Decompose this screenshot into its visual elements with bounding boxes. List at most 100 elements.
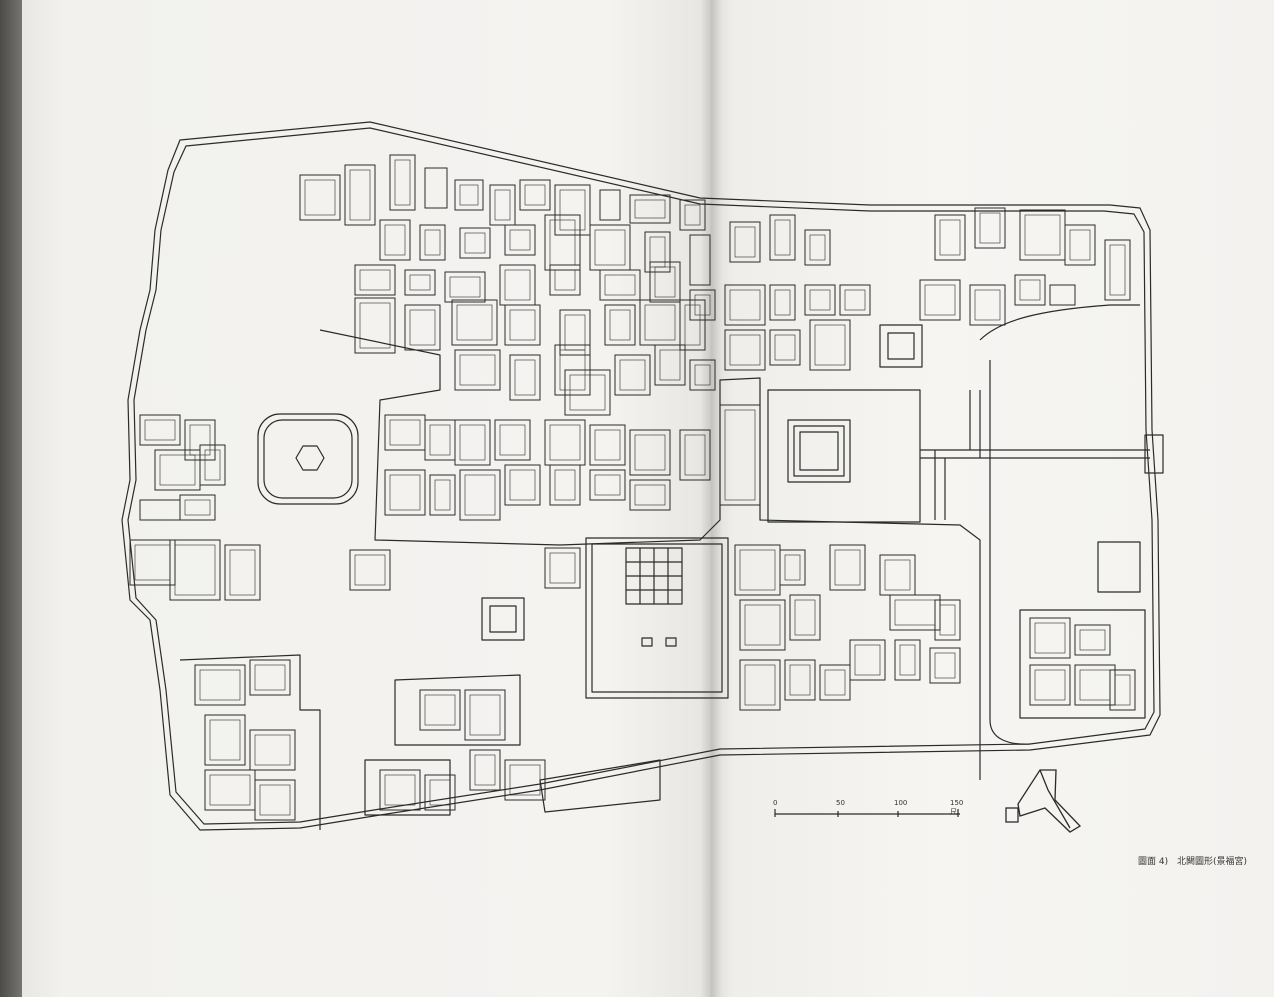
building-block-inner [884, 559, 911, 591]
scale-tick-50: 50 [836, 799, 845, 807]
building-block [194, 664, 246, 706]
building-block-inner [394, 159, 411, 206]
building-block-inner [659, 349, 681, 381]
building-block [974, 207, 1006, 249]
building-block-inner [1034, 669, 1066, 701]
building-block-inner [794, 599, 816, 636]
east-gate [1144, 434, 1164, 474]
building-block-inner [524, 184, 546, 206]
building-block [739, 659, 781, 711]
building-block-inner [939, 604, 956, 636]
building-block [224, 544, 261, 601]
building-block [204, 769, 256, 811]
figure-caption: 圖面 4) 北闕圖形(景福宮) [1138, 854, 1247, 867]
scale-tick-0: 0 [773, 799, 778, 807]
building-block-inner [729, 289, 761, 321]
building-block [204, 714, 246, 766]
building-block [894, 639, 921, 681]
building-block [649, 261, 681, 303]
east-road [979, 304, 1140, 341]
building-block-inner [734, 226, 756, 258]
building-block [969, 284, 1006, 326]
building-block [249, 729, 296, 771]
building-block [464, 689, 506, 741]
building-block [629, 194, 671, 224]
building-block [444, 271, 486, 303]
building-block [724, 329, 766, 371]
building-block-inner [459, 354, 496, 386]
building-block-inner [209, 774, 251, 806]
building-block-inner [384, 774, 416, 806]
building-block [789, 594, 821, 641]
building-block-inner [259, 784, 291, 816]
building-block [389, 154, 416, 211]
building-block-inner [144, 419, 176, 441]
building-block [139, 414, 181, 446]
building-block [589, 469, 626, 501]
building-block [1109, 669, 1136, 711]
building-block-inner [809, 289, 831, 311]
building-block [549, 464, 581, 506]
building-block [504, 464, 541, 506]
building-block-inner [939, 219, 961, 256]
building-block-inner [1034, 622, 1066, 654]
building-block [509, 354, 541, 401]
building-block [139, 499, 181, 521]
throne-hall-inner [793, 425, 845, 477]
building-block [679, 299, 706, 351]
building-block-inner [854, 644, 881, 676]
building-block [384, 469, 426, 516]
building-block-inner [549, 219, 576, 266]
building-block-inner [894, 599, 936, 626]
building-block-inner [409, 309, 436, 346]
building-blocks [129, 154, 1136, 821]
building-block [819, 664, 851, 701]
building-block [504, 759, 546, 801]
building-block [254, 779, 296, 821]
building-block-inner [549, 424, 581, 461]
building-block-inner [644, 304, 676, 341]
building-block [469, 749, 501, 791]
building-block [689, 234, 711, 286]
building-block [1064, 224, 1096, 266]
building-block [724, 284, 766, 326]
building-block [154, 449, 201, 491]
building-block [424, 774, 456, 811]
building-block-inner [184, 499, 211, 516]
building-block [919, 279, 961, 321]
building-block-inner [204, 449, 221, 481]
building-block-inner [494, 189, 511, 221]
building-block-inner [384, 224, 406, 256]
building-block [934, 599, 961, 641]
building-block-inner [784, 554, 801, 581]
building-block [419, 689, 461, 731]
building-block-inner [604, 274, 636, 296]
building-block-inner [934, 652, 956, 679]
building-block [379, 219, 411, 261]
building-block-inner [424, 229, 441, 256]
building-block-inner [459, 424, 486, 461]
building-block [654, 344, 686, 386]
page-stack-edge [0, 0, 24, 997]
building-block-inner [619, 359, 646, 391]
building-block-inner [499, 424, 526, 456]
scale-tick-150: 150尺 [950, 799, 964, 816]
building-block-inner [979, 212, 1001, 244]
building-block [559, 309, 591, 356]
building-block-inner [554, 469, 576, 501]
building-block [549, 264, 581, 296]
building-block [179, 494, 216, 521]
building-block-inner [774, 289, 791, 316]
building-block-inner [304, 179, 336, 216]
building-block-inner [634, 434, 666, 471]
building-block [769, 284, 796, 321]
building-block [544, 547, 581, 589]
east-road-2 [989, 360, 1031, 745]
scale-labels: 0 50 100 150尺 [770, 799, 970, 816]
building-block [679, 199, 706, 231]
pond [257, 413, 359, 505]
building-block [1049, 284, 1076, 306]
building-block-inner [844, 289, 866, 311]
building-block-inner [634, 199, 666, 219]
building-block-inner [434, 479, 451, 511]
